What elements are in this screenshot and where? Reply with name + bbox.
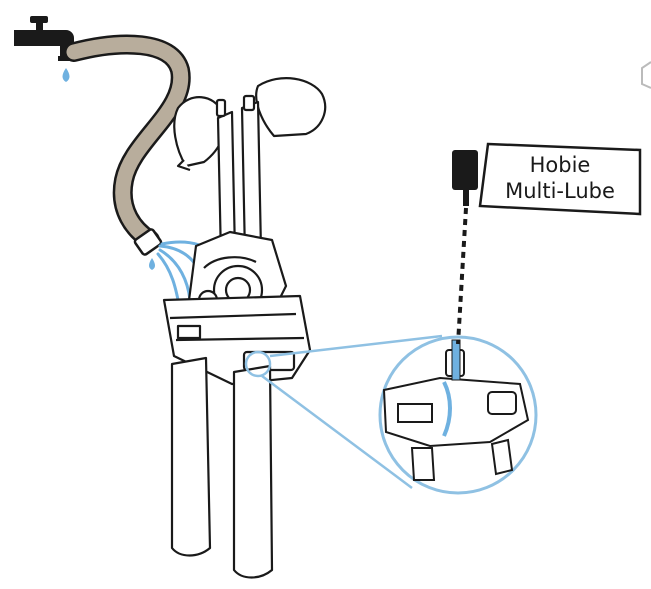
lube-tube-icon	[452, 150, 478, 345]
hose-icon	[64, 34, 191, 256]
magnifier-lines	[261, 334, 443, 490]
focus-point	[244, 350, 272, 378]
corner-fragment	[641, 61, 651, 89]
water-drop-icon	[149, 258, 155, 270]
pedal-drive-icon	[162, 77, 327, 579]
magnifier-icon	[378, 335, 538, 495]
callout-box: Hobie Multi-Lube	[478, 142, 642, 216]
callout-line-1: Hobie	[530, 153, 591, 177]
callout-line-2: Multi-Lube	[505, 179, 615, 203]
water-drop-icon	[62, 68, 70, 82]
